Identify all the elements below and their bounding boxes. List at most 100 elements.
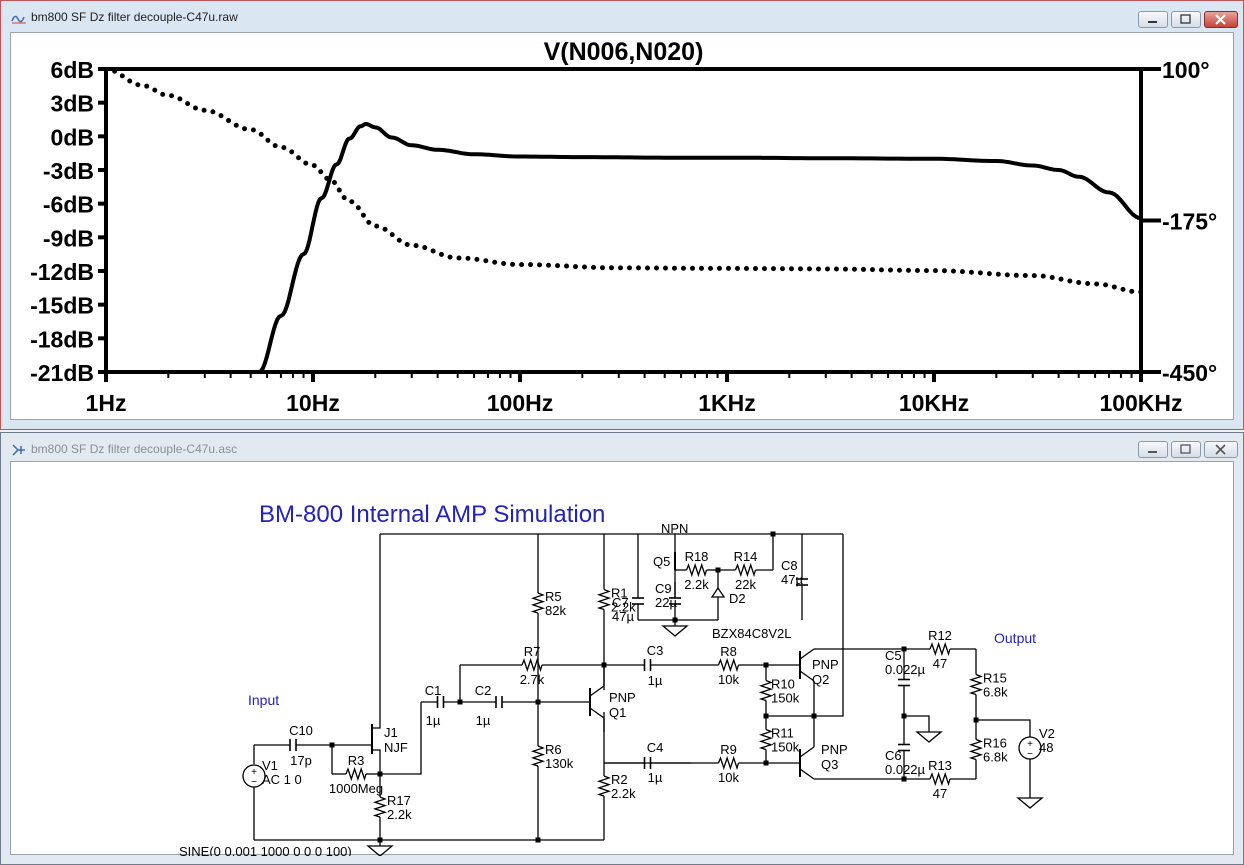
y-left-tick-label: -15dB	[30, 293, 94, 319]
junction-dot	[329, 742, 335, 748]
close-button[interactable]	[1204, 11, 1238, 28]
x-tick-label: 10Hz	[286, 390, 340, 416]
y-right-tick-label: -450°	[1162, 360, 1217, 386]
type-label-q5: NPN	[661, 521, 688, 536]
ref-label-r2: R2	[611, 772, 628, 787]
wire	[799, 670, 815, 682]
ref-label-c7: C7	[612, 595, 629, 610]
junction-dot	[535, 837, 541, 843]
plot-window-title: bm800 SF Dz filter decouple-C47u.raw	[31, 10, 238, 24]
wire	[976, 719, 1031, 737]
value-label-r14: 22k	[735, 577, 756, 592]
minimize-button[interactable]	[1138, 11, 1168, 28]
resistor-r2	[596, 775, 612, 797]
plot-titlebar[interactable]: bm800 SF Dz filter decouple-C47u.raw	[1, 1, 1243, 35]
wire	[904, 715, 930, 732]
ref-label-j1: J1	[384, 725, 398, 740]
output-port-label: Output	[994, 630, 1036, 646]
value-label-r6: 130k	[545, 756, 574, 771]
minimize-button[interactable]	[1138, 441, 1168, 458]
bode-plot[interactable]: V(N006,N020)6dB3dB0dB-3dB-6dB-9dB-12dB-1…	[11, 33, 1235, 422]
ref-label-q2: Q2	[812, 672, 829, 687]
x-tick-label: 1Hz	[86, 390, 127, 416]
value-label-r9: 10k	[718, 770, 739, 785]
magnitude-series-line	[258, 122, 1141, 374]
value-label-c7: 47µ	[612, 609, 634, 624]
resistor-r11	[758, 728, 774, 751]
sine-directive: SINE(0 0.001 1000 0 0 0 100)	[179, 844, 352, 856]
ref-label-r18: R18	[685, 549, 709, 564]
ref-label-r8: R8	[720, 644, 737, 659]
maximize-icon	[1180, 444, 1191, 454]
close-button[interactable]	[1204, 441, 1238, 458]
ref-label-q3: Q3	[821, 757, 838, 772]
ref-label-r1: R1	[611, 586, 628, 601]
schematic-window-title: bm800 SF Dz filter decouple-C47u.asc	[31, 442, 238, 456]
resistor-r13	[929, 771, 951, 787]
minimize-icon	[1148, 21, 1157, 23]
y-left-tick-label: -6dB	[43, 192, 94, 218]
maximize-button[interactable]	[1171, 441, 1201, 458]
source-plus: +	[251, 767, 257, 778]
ref-label-r13: R13	[928, 758, 952, 773]
schematic-titlebar[interactable]: bm800 SF Dz filter decouple-C47u.asc	[1, 433, 1243, 467]
ref-label-c9: C9	[655, 581, 672, 596]
y-right-tick-label: -175°	[1162, 209, 1217, 235]
wire	[799, 746, 815, 758]
value-label-r10: 150k	[771, 691, 800, 706]
resistor-r14	[734, 562, 757, 578]
y-left-tick-label: 3dB	[51, 91, 94, 117]
chart-title: V(N006,N020)	[544, 38, 704, 66]
value-label-r12: 47	[933, 656, 947, 671]
ref-label-r14: R14	[734, 549, 758, 564]
plot-window[interactable]: bm800 SF Dz filter decouple-C47u.raw V(N…	[0, 0, 1244, 430]
ref-label-q1: Q1	[609, 705, 626, 720]
ref-label-c2: C2	[475, 683, 492, 698]
ref-label-r7: R7	[524, 644, 541, 659]
resistor-r3	[345, 766, 367, 782]
y-left-tick-label: -12dB	[30, 259, 94, 285]
x-tick-label: 100Hz	[487, 390, 553, 416]
ref-label-r12: R12	[928, 628, 952, 643]
schematic-drawing[interactable]: BM-800 Internal AMP SimulationInputOutpu…	[11, 462, 1235, 865]
schematic-window[interactable]: bm800 SF Dz filter decouple-C47u.asc BM-…	[0, 432, 1244, 865]
ref-label-r17: R17	[387, 793, 411, 808]
ref-label-d2: D2	[729, 591, 746, 606]
ref-label-c10: C10	[289, 723, 313, 738]
wire	[589, 707, 605, 719]
type-label-q3: PNP	[821, 742, 848, 757]
waveform-icon	[11, 15, 26, 24]
x-tick-label: 10KHz	[899, 390, 969, 416]
y-right-tick-label: 100°	[1162, 57, 1210, 83]
type-label-q1: PNP	[609, 690, 636, 705]
ref-label-c3: C3	[647, 643, 664, 658]
ref-label-c6: C6	[885, 748, 902, 763]
y-left-tick-label: 0dB	[51, 124, 94, 150]
ref-label-r15: R15	[983, 671, 1007, 686]
value-label-v1: AC 1 0	[262, 772, 302, 787]
wire	[372, 717, 381, 729]
value-label-r7: 2.7k	[520, 672, 545, 687]
resistor-r7	[521, 657, 543, 673]
ground-symbol	[915, 731, 943, 743]
y-left-tick-label: -9dB	[43, 225, 94, 251]
wire	[372, 749, 381, 774]
resistor-r16	[968, 738, 984, 761]
value-label-r16: 6.8k	[983, 750, 1008, 765]
value-label-c9: 22µ	[655, 595, 677, 610]
resistor-r15	[968, 673, 984, 696]
value-label-d2: BZX84C8V2L	[712, 626, 792, 641]
phase-series-line	[106, 67, 1141, 295]
ref-label-v2: V2	[1039, 726, 1055, 741]
type-label-j1: NJF	[384, 740, 408, 755]
value-label-c8: 47µ	[781, 572, 803, 587]
close-icon	[1215, 444, 1226, 455]
maximize-button[interactable]	[1171, 11, 1201, 28]
resistor-r17	[372, 796, 388, 818]
value-label-r2: 2.2k	[611, 786, 636, 801]
ref-label-r11: R11	[771, 726, 794, 741]
type-label-q2: PNP	[812, 657, 839, 672]
wire	[799, 648, 815, 660]
